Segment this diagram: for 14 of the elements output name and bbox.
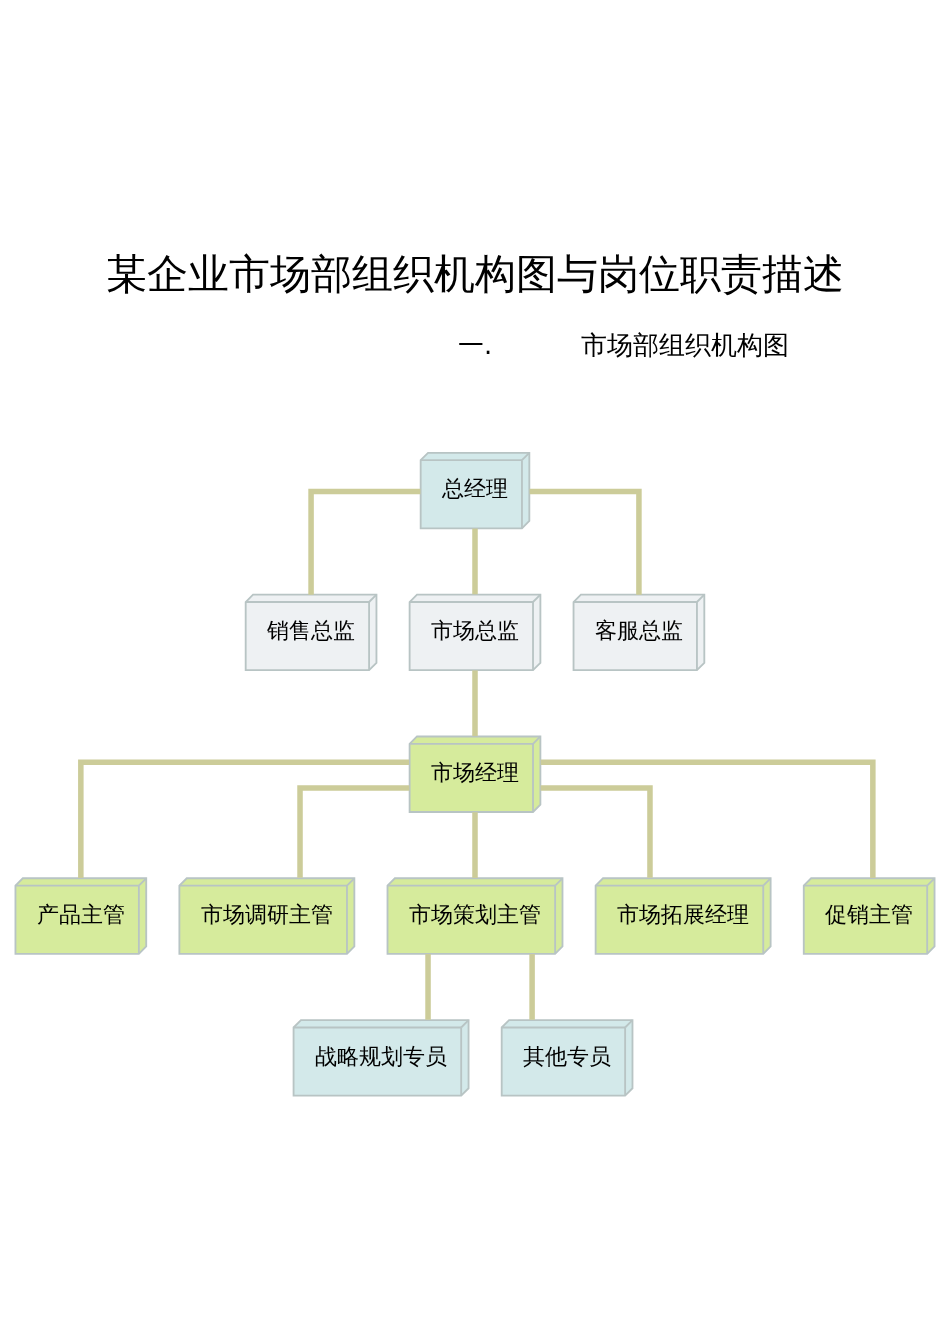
connector [472, 528, 478, 595]
connector [308, 488, 421, 595]
connector [472, 812, 478, 878]
connector [472, 670, 478, 737]
label: 市场部组织机构图 [580, 329, 789, 360]
diagram-title: 某企业市场部组织机构图与岗位职责描述 [106, 250, 844, 299]
label: 一. [457, 329, 493, 360]
connector [297, 785, 410, 878]
connector [425, 954, 431, 1020]
connector [540, 785, 653, 878]
connector [540, 759, 876, 879]
connector [529, 954, 535, 1020]
connector [529, 488, 642, 595]
connector [78, 759, 409, 879]
